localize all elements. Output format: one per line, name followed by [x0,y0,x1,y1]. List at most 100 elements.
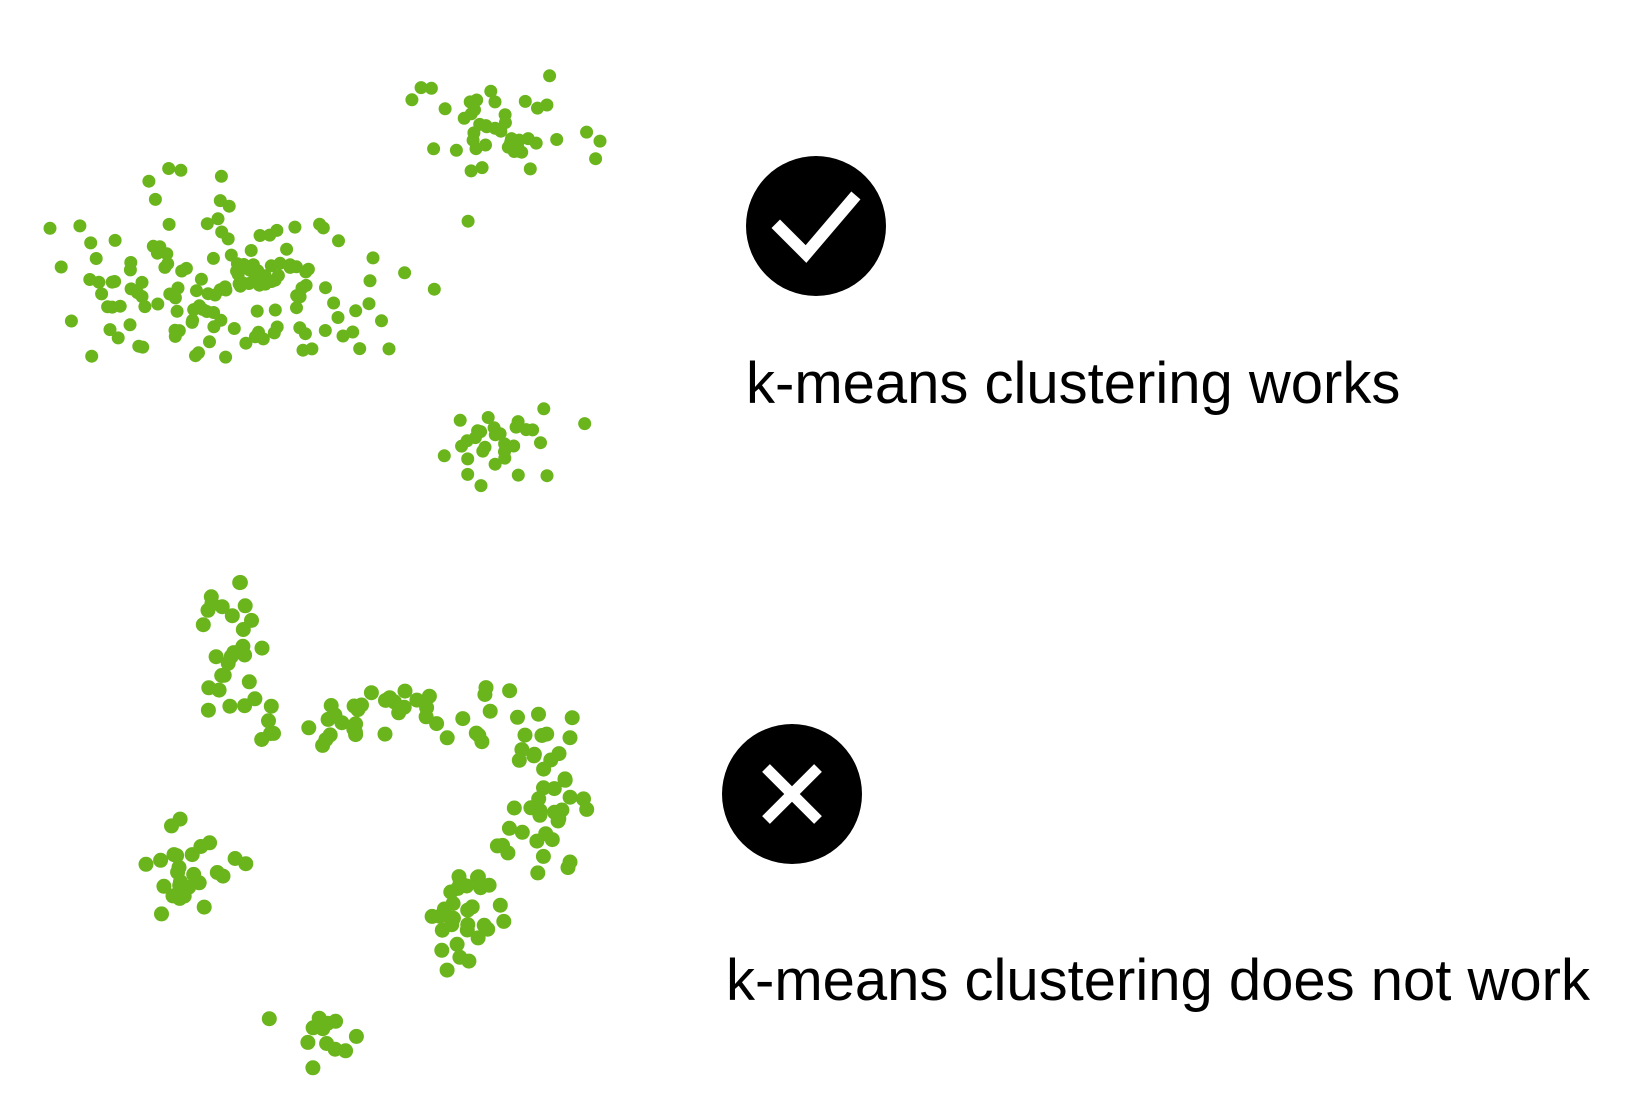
data-point [517,727,533,743]
data-point [174,163,188,177]
data-point [476,444,490,458]
data-point [135,275,149,289]
data-point [534,728,550,743]
data-point [95,287,109,301]
data-point [263,698,279,714]
data-point [218,280,232,294]
data-point [250,304,264,318]
data-point [510,709,525,725]
data-point [589,152,603,166]
data-point [192,346,205,360]
data-point [224,608,240,624]
data-point [531,706,546,722]
data-point [168,323,182,337]
data-point [89,252,103,265]
data-point [398,266,412,280]
data-point [349,304,363,318]
data-point [232,575,248,591]
data-point [211,212,225,226]
data-point [161,257,175,271]
data-point [427,142,441,156]
data-point [192,299,206,313]
data-point [461,953,477,969]
data-point [455,711,471,727]
data-point [502,683,518,699]
data-point [142,174,156,188]
data-point [241,674,257,690]
data-point [449,936,465,952]
data-point [83,273,97,286]
data-point [346,325,360,339]
data-point [301,262,315,276]
scatter-plot-nonconvex [138,575,595,1076]
data-point [366,251,380,265]
data-point [467,95,481,109]
data-point [227,322,241,335]
data-point [237,598,253,614]
data-point [288,220,302,234]
data-point [206,251,220,265]
data-point [221,232,235,246]
data-point [538,826,554,842]
data-point [124,256,138,269]
data-point [105,275,119,289]
data-point [170,304,184,318]
data-point [176,888,192,904]
data-point [507,439,521,453]
check-badge [746,156,886,296]
data-point [64,314,78,328]
data-point [214,169,228,183]
data-point [298,327,312,341]
data-point [267,326,281,340]
data-point [353,342,367,356]
data-point [475,161,489,175]
data-point [318,324,332,337]
data-point [327,296,341,310]
data-point [171,281,185,295]
data-point [450,880,466,896]
data-point [235,622,251,637]
data-point [518,94,532,108]
data-point [239,336,253,350]
data-point [138,300,152,314]
data-point [261,713,276,729]
data-point [564,710,580,726]
data-point [259,275,273,289]
data-point [547,804,562,820]
data-point [488,95,502,109]
data-point [540,469,554,483]
data-point [382,342,396,356]
scatter-plot-blobs [43,69,607,493]
data-point [200,702,216,718]
data-point [531,101,544,115]
data-point [300,1034,316,1050]
data-point [223,648,239,664]
data-point [200,217,214,231]
data-point [185,315,199,329]
data-point [148,192,162,206]
data-point [154,906,169,922]
data-point [131,286,144,300]
data-point [291,290,305,304]
example-does-not-work: k-means clustering does not work [0,540,1650,1113]
cross-icon [722,724,862,864]
data-point [546,781,562,797]
caption-works: k-means clustering works [746,351,1401,416]
data-point [316,221,330,235]
data-point [421,688,437,704]
data-point [162,162,176,175]
data-point [201,680,217,696]
data-point [543,69,557,83]
data-point [103,323,117,337]
data-point [474,479,488,493]
data-point [108,233,122,247]
data-point [243,263,257,277]
data-point [256,332,270,346]
data-point [461,467,475,481]
data-point [208,649,224,665]
data-point [434,942,450,958]
data-point [424,81,438,95]
data-point [305,1060,321,1076]
data-point [290,301,303,315]
data-point [429,716,445,732]
